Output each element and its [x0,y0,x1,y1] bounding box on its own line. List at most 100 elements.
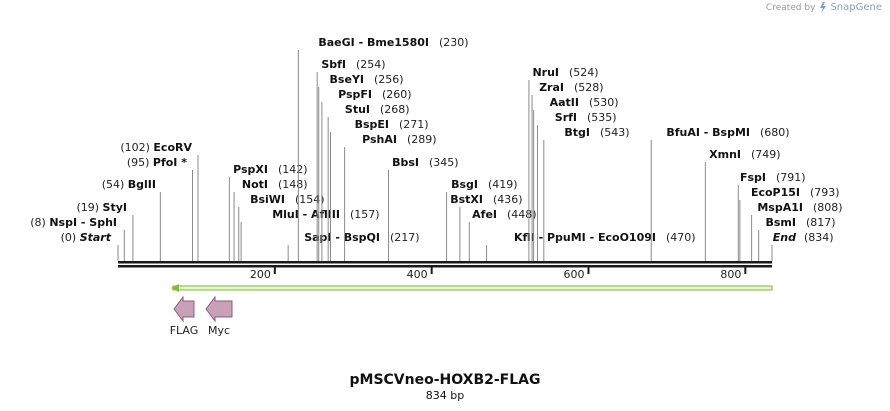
site-label: BsiWI [250,193,285,206]
site-position: (8) [30,216,49,229]
site-label: End [773,231,796,244]
ruler-tick-label: 600 [564,268,585,281]
credit-brand: SnapGene [830,2,882,13]
site-label: (0) Start [61,231,112,244]
site-name: End [773,231,796,244]
site-name: NspI - SphI [49,216,117,229]
site-position: (419) [488,178,518,191]
site-label: FspI [740,171,766,184]
feature-flag[interactable]: FLAG [170,295,199,337]
site-position: (808) [813,201,843,214]
site-label: MluI - AflIII [272,208,340,221]
site-name: SbfI [321,58,346,71]
site-name: MspA1I [757,201,803,214]
site-kfli-ppumi-ecoo109i[interactable]: KflI - PpuMI - EcoO109I (470) [486,231,696,261]
site-name: BtgI [564,126,590,139]
site-label: KflI - PpuMI - EcoO109I [514,231,656,244]
site-position: (470) [666,231,696,244]
site-position: (535) [587,111,617,124]
site-name: PspFI [338,88,372,101]
site-bspei[interactable]: BspEI(271) [330,118,429,261]
site-bglii[interactable]: (54) BglII [102,178,161,261]
site-position: (530) [589,96,619,109]
site-bbsi[interactable]: BbsI(345) [388,156,459,261]
feature-myc[interactable]: Myc [205,295,233,337]
site-position: (436) [493,193,523,206]
site-name: StyI [103,201,127,214]
site-label: PspFI [338,88,372,101]
site-name: BfuAI - BspMI [666,126,750,139]
credit-prefix: Created by [765,2,816,13]
site-name: AatII [550,96,579,109]
restriction-sites: (0) Start(8) NspI - SphI(19) StyI(54) Bg… [30,36,843,261]
site-name: PspXI [233,163,268,176]
site-bstxi[interactable]: BstXI (436) [450,193,523,261]
site-position: (271) [399,118,429,131]
site-fspi[interactable]: FspI(791) [737,171,806,261]
site-label: AfeI [472,208,497,221]
site-pshai[interactable]: PshAI(289) [344,133,437,261]
site-pspxi[interactable]: PspXI(142) [228,163,308,261]
site-btgi[interactable]: BtgI(543) [543,126,630,261]
site-label: BaeGI - Bme1580I [318,36,429,49]
site-nspi-sphi[interactable]: (8) NspI - SphI [30,216,125,261]
site-ecop15i[interactable]: EcoP15I (793) [739,186,840,261]
site-label: BstXI [450,193,483,206]
site-name: BaeGI - Bme1580I [318,36,429,49]
site-mlui-afliii[interactable]: MluI - AflIII(157) [240,208,380,261]
site-name: BsiWI [250,193,285,206]
site-baegi-bme1580i[interactable]: BaeGI - Bme1580I(230) [297,36,469,261]
site-position: (793) [810,186,840,199]
site-position: (749) [751,148,781,161]
site-position: (102) [120,141,153,154]
site-bsmi[interactable]: BsmI (817) [758,216,836,261]
site-styi[interactable]: (19) StyI [76,201,134,261]
site-nrui[interactable]: NruI(524) [528,66,599,261]
site-position: (817) [806,216,836,229]
site-sbfi[interactable]: SbfI (254) [316,58,386,261]
site-bseyi[interactable]: BseYI(256) [318,73,404,261]
orf-body[interactable] [172,285,773,291]
site-position: (834) [804,231,834,244]
site-ecorv[interactable]: (102) EcoRV [120,141,199,261]
site-bsgi[interactable]: BsgI(419) [446,178,518,261]
site-name: Start [80,231,112,244]
site-name: BstXI [450,193,483,206]
site-name: MluI - AflIII [272,208,340,221]
site-bsiwi[interactable]: BsiWI(154) [238,193,325,261]
site-noti[interactable]: NotI(148) [233,178,308,261]
site-name: EcoRV [153,141,192,154]
site-pspfi[interactable]: PspFI(260) [321,88,412,261]
site-name: StuI [345,103,370,116]
ruler-tick [744,267,747,274]
site-position: (254) [356,58,386,71]
ruler-tick-label: 800 [720,268,741,281]
site-position: (19) [76,201,102,214]
site-label: SbfI [321,58,346,71]
site-label: BseYI [330,73,364,86]
site-name: SrfI [555,111,577,124]
site-name: SapI - BspQI [304,231,380,244]
feature-arrow [173,295,195,323]
site-label: XmnI [709,148,741,161]
site-zrai[interactable]: ZraI(528) [531,81,604,261]
site-label: ZraI [539,81,564,94]
site-label: NruI [532,66,559,79]
feature-label: FLAG [170,324,199,337]
site-start[interactable]: (0) Start [61,231,119,261]
site-stui[interactable]: StuI(268) [327,103,410,261]
site-label: SrfI [555,111,577,124]
site-name: NotI [242,178,268,191]
site-name: BsmI [766,216,797,229]
site-aatii[interactable]: AatII (530) [533,96,619,261]
site-sapi-bspqi[interactable]: SapI - BspQI(217) [287,231,420,261]
site-label: EcoP15I [751,186,800,199]
site-mspa1i[interactable]: MspA1I (808) [751,201,843,261]
site-bfuai-bspmi[interactable]: BfuAI - BspMI(680) [650,126,790,261]
site-srfi[interactable]: SrfI (535) [537,111,617,261]
site-end[interactable]: End (834) [771,231,834,261]
site-pfoi[interactable]: (95) PfoI * [127,156,193,261]
site-position: (54) [102,178,128,191]
site-xmni[interactable]: XmnI (749) [704,148,781,261]
